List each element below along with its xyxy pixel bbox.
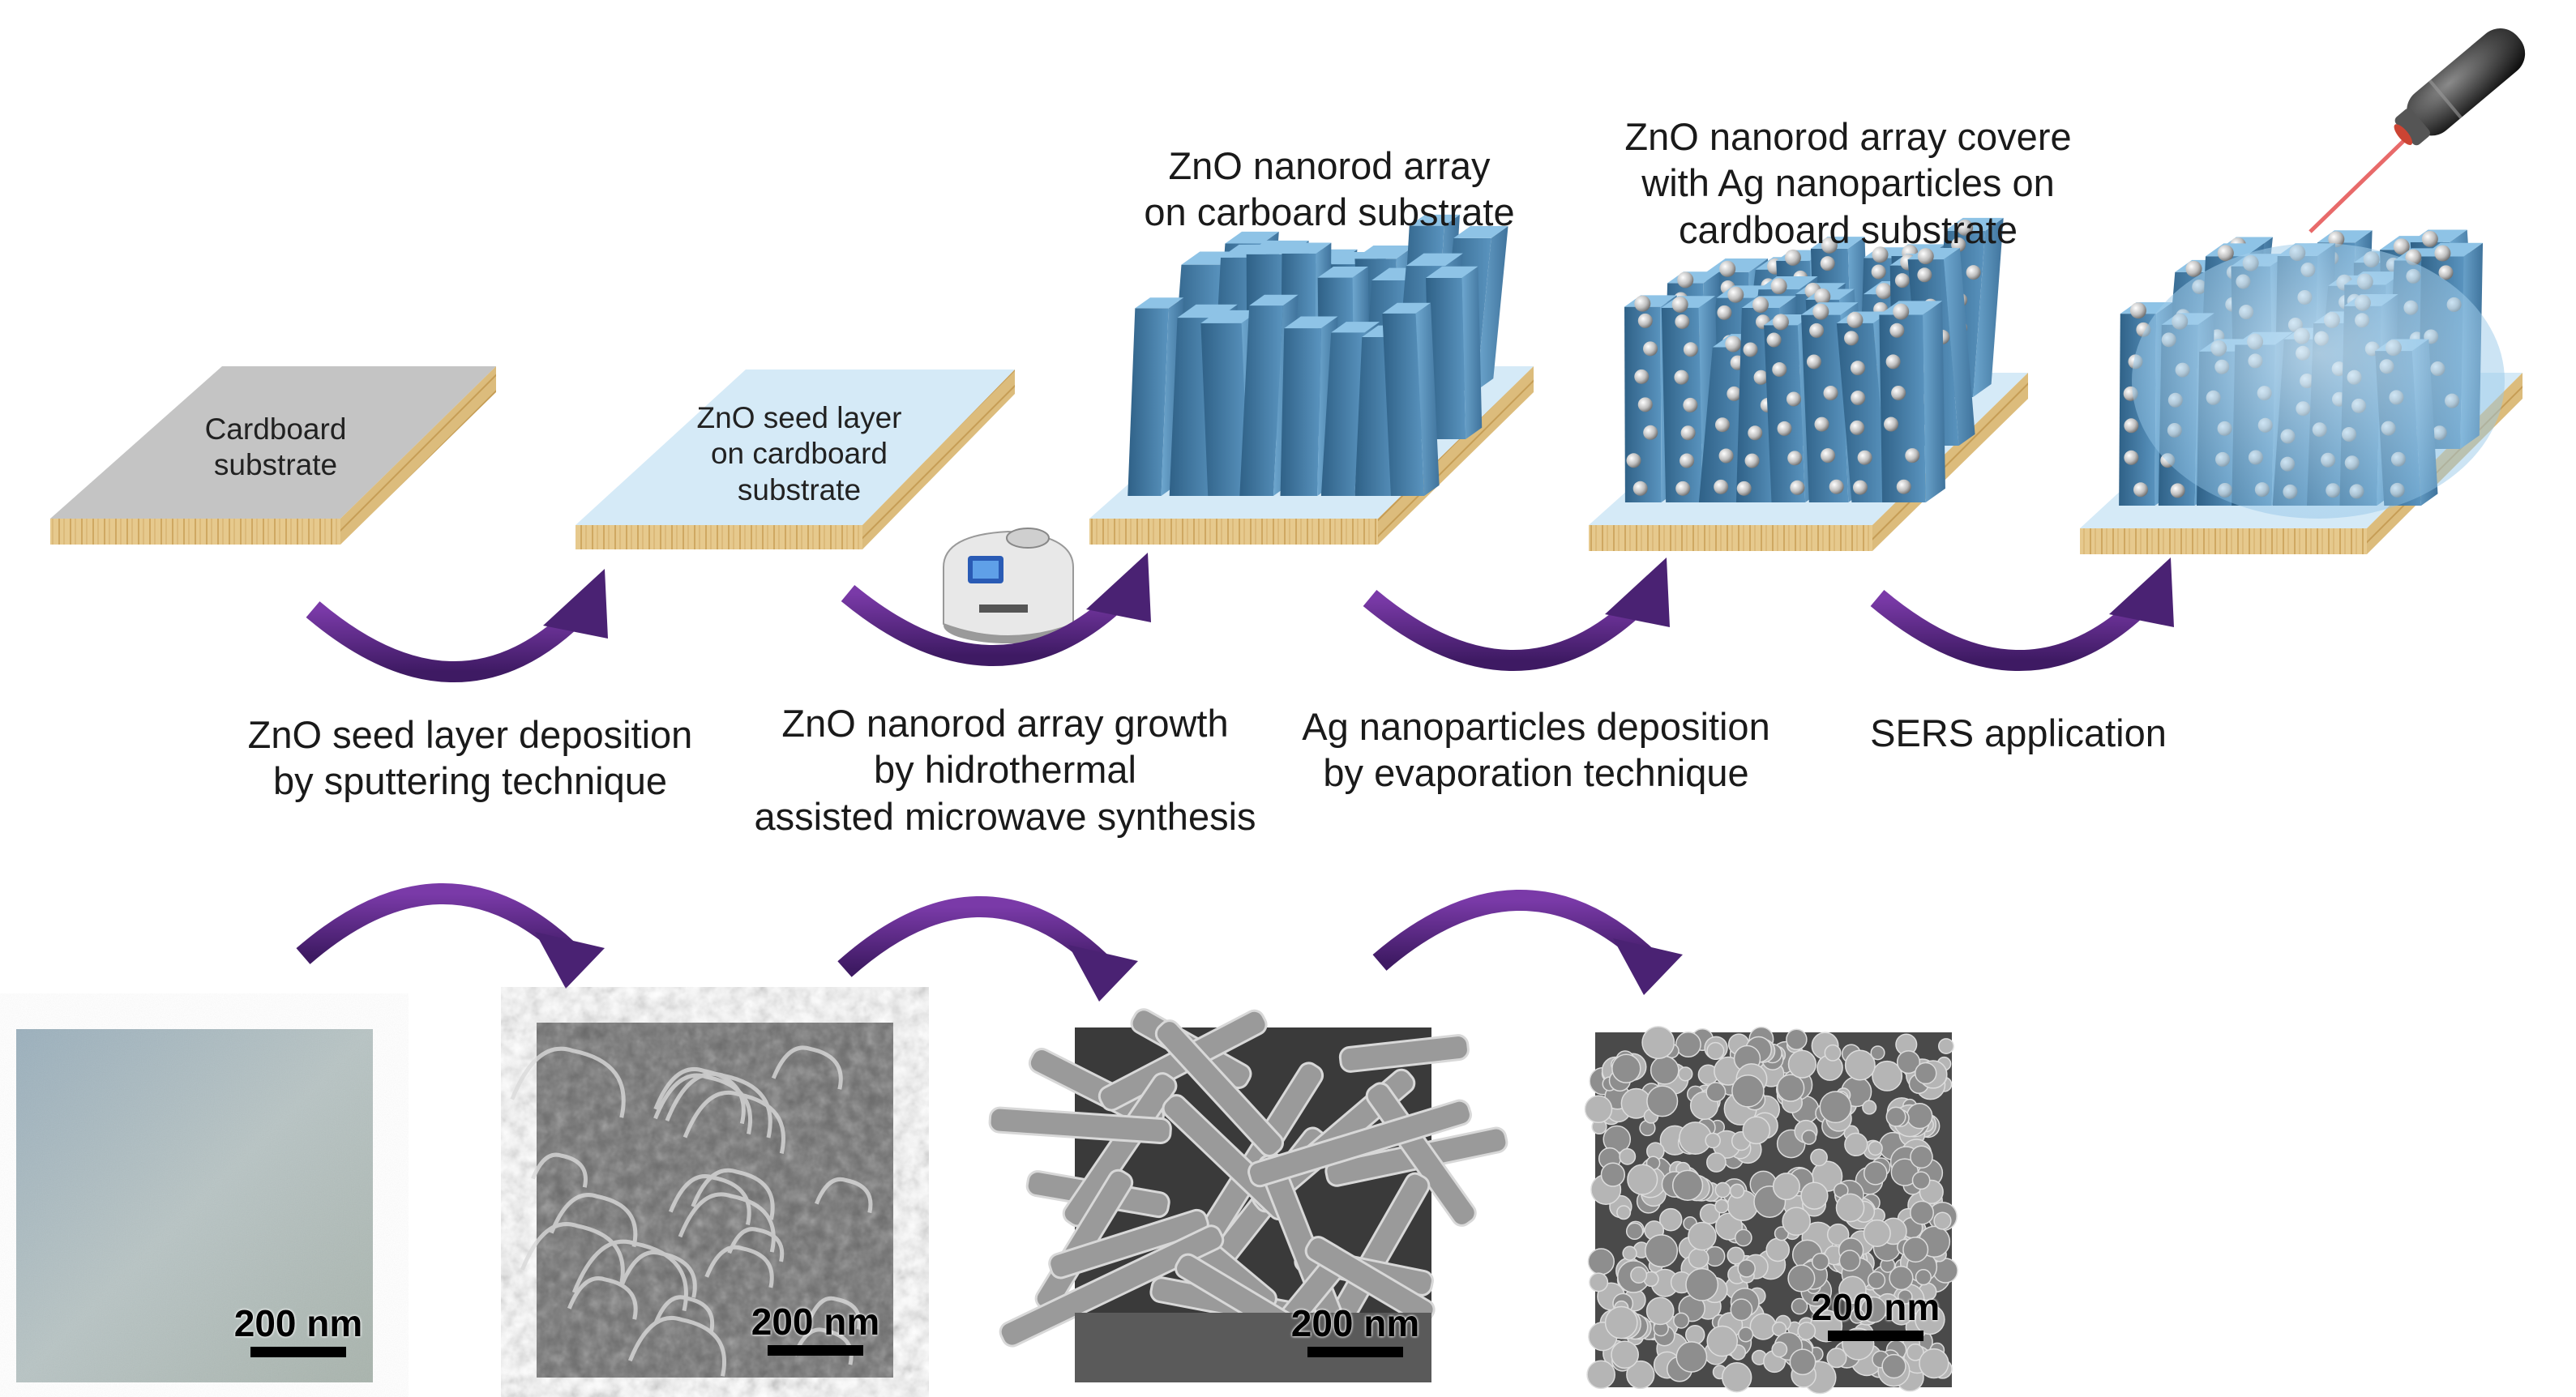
scale-bar-3: 200 nm (1274, 1305, 1436, 1357)
cardboard-substrate-plate (50, 366, 496, 545)
sem-arrow-2 (837, 896, 1138, 1002)
sem-nanorod (999, 1224, 1225, 1348)
nanorod-array-plate (1089, 214, 1534, 545)
seed-layer-plate (576, 370, 1015, 549)
microwave-reactor-icon (943, 528, 1074, 643)
scale-bar-2: 200 nm (734, 1303, 896, 1356)
sem-image-cardboard (16, 1029, 373, 1382)
scale-bar-4: 200 nm (1795, 1288, 1957, 1341)
nanorod (1382, 302, 1440, 496)
sem-nanorod (1048, 1208, 1209, 1280)
sem-image-ag-nanorods (1584, 1026, 1958, 1395)
sem-nanorod (1247, 1099, 1472, 1188)
process-arrow-1 (306, 569, 608, 682)
sem-arrow-3 (1372, 889, 1683, 995)
sers-plate (2080, 229, 2523, 554)
scale-bar-1: 200 nm (217, 1305, 379, 1357)
sem-arrow-1 (296, 882, 605, 989)
sem-image-nanorods (988, 1008, 1508, 1382)
process-arrow-4 (1870, 558, 2174, 672)
analyte-droplet (2132, 243, 2505, 519)
process-arrow-3 (1363, 558, 1670, 672)
label-step-sers: SERS application (1870, 711, 2167, 754)
laser-pointer-icon (2309, 28, 2526, 233)
nanorod (1426, 266, 1483, 439)
ag-nanorod-plate (1589, 217, 2028, 551)
sem-nanorod (988, 1106, 1172, 1145)
sem-nanorod (1062, 1072, 1178, 1228)
sem-nanorod (1338, 1034, 1470, 1073)
sem-nanorod (1154, 1019, 1285, 1157)
sem-nanorod (1365, 1082, 1477, 1227)
process-arrow-2 (841, 553, 1151, 667)
sem-image-seed-layer (510, 1023, 893, 1378)
nanorod (1879, 301, 1945, 502)
